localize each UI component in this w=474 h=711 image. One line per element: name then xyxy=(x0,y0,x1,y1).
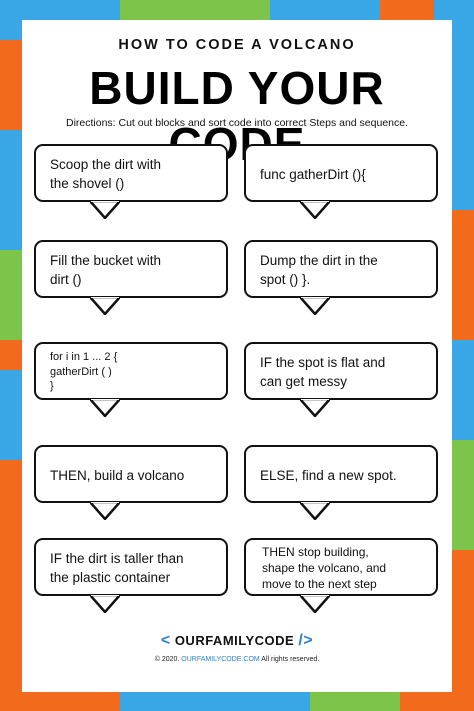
speech-tail xyxy=(90,399,120,417)
brand-name: OURFAMILYCODE xyxy=(174,633,295,648)
bracket-left-icon: < xyxy=(160,632,171,649)
code-card-7: THEN, build a volcano xyxy=(34,445,228,520)
copyright-line: © 2020. OURFAMILYCODE.COM All rights res… xyxy=(22,656,452,663)
code-card-10: THEN stop building, shape the volcano, a… xyxy=(244,538,438,613)
speech-tail xyxy=(90,201,120,219)
code-card-text: for i in 1 ... 2 { gatherDirt ( ) } xyxy=(50,351,118,393)
speech-tail xyxy=(300,502,330,520)
worksheet: HOW TO CODE A VOLCANO BUILD YOUR CODE Di… xyxy=(22,20,452,692)
worksheet-subtitle: HOW TO CODE A VOLCANO xyxy=(118,37,356,53)
code-card-text: ELSE, find a new spot. xyxy=(260,467,397,483)
code-card-1: Scoop the dirt with the shovel () xyxy=(34,144,228,219)
code-card-text: Scoop the dirt with the shovel () xyxy=(50,157,162,191)
speech-tail xyxy=(300,201,330,219)
code-card-text: IF the spot is flat and can get messy xyxy=(260,355,386,389)
code-card-2: func gatherDirt (){ xyxy=(244,144,438,219)
brand-logo: < OURFAMILYCODE /> xyxy=(22,632,452,650)
copyright-prefix: © 2020. xyxy=(154,656,180,663)
code-card-5: for i in 1 ... 2 { gatherDirt ( ) } xyxy=(34,342,228,417)
code-card-text: func gatherDirt (){ xyxy=(260,166,366,182)
copyright-site-link[interactable]: OURFAMILYCODE.COM xyxy=(181,656,260,663)
code-card-8: ELSE, find a new spot. xyxy=(244,445,438,520)
speech-tail xyxy=(90,502,120,520)
directions-text: Directions: Cut out blocks and sort code… xyxy=(65,117,409,129)
code-card-3: Fill the bucket with dirt () xyxy=(34,240,228,315)
speech-tail xyxy=(90,595,120,613)
code-card-text: Fill the bucket with dirt () xyxy=(50,253,162,287)
code-card-6: IF the spot is flat and can get messy xyxy=(244,342,438,417)
speech-tail xyxy=(300,297,330,315)
code-card-9: IF the dirt is taller than the plastic c… xyxy=(34,538,228,613)
code-card-text: Dump the dirt in the spot () }. xyxy=(260,253,378,287)
code-card-text: THEN stop building, shape the volcano, a… xyxy=(262,545,387,591)
speech-tail xyxy=(300,595,330,613)
code-card-text: THEN, build a volcano xyxy=(50,467,185,483)
bracket-right-icon: /> xyxy=(298,632,314,649)
code-card-text: IF the dirt is taller than the plastic c… xyxy=(50,551,184,585)
speech-tail xyxy=(90,297,120,315)
copyright-suffix: All rights reserved. xyxy=(261,656,320,663)
code-card-4: Dump the dirt in the spot () }. xyxy=(244,240,438,315)
speech-tail xyxy=(300,399,330,417)
